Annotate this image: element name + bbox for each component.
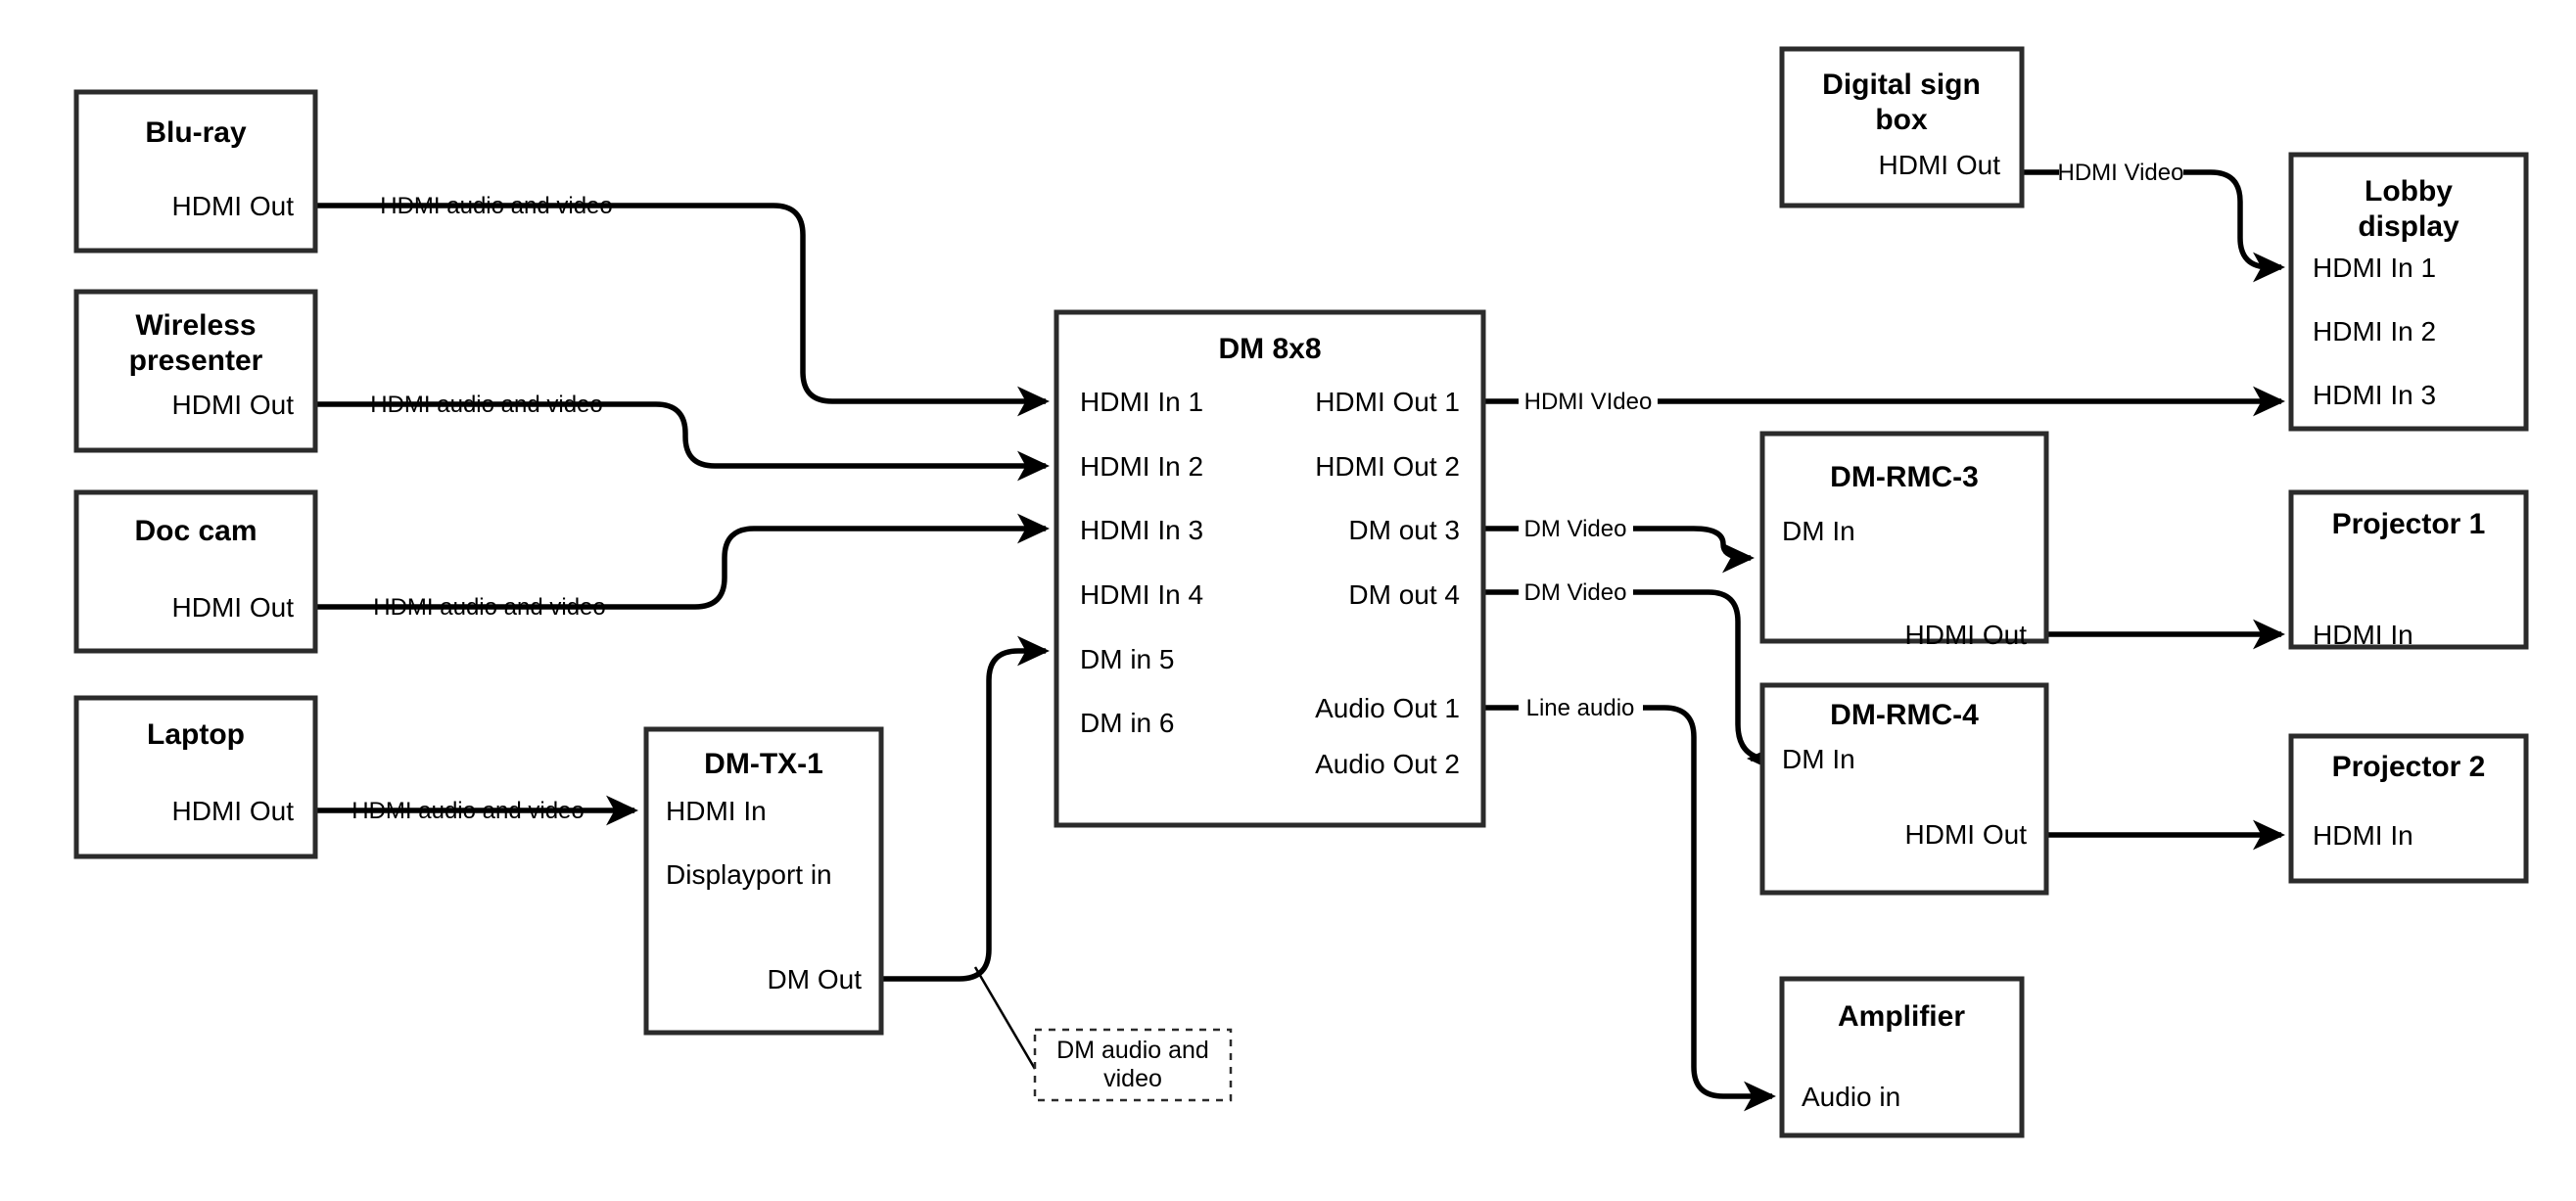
callout-line1: DM audio and [1056,1037,1209,1064]
digital-sign-title-line2: box [1875,104,1928,136]
dm-8x8-input-hdmi-in-3: HDMI In 3 [1080,515,1203,545]
laptop-port-hdmi-out: HDMI Out [172,796,295,826]
dm-8x8-output-audio-out-1: Audio Out 1 [1315,693,1460,723]
digital-sign-title-line1: Digital sign [1822,69,1981,101]
dm-8x8-input-hdmi-in-1: HDMI In 1 [1080,387,1203,417]
dm-8x8-output-dm-out-3: DM out 3 [1348,515,1460,545]
dm-8x8-output-hdmi-out-1: HDMI Out 1 [1315,387,1460,417]
node-doc-cam[interactable]: Doc cam HDMI Out [73,489,318,654]
projector-1-title: Projector 1 [2332,508,2486,540]
lobby-display-input-hdmi-in-1: HDMI In 1 [2313,253,2436,283]
wire-dm8x8-out3-to-rmc3 [1483,529,1751,558]
node-digital-sign-box[interactable]: Digital sign box HDMI Out [1779,46,2025,208]
node-amplifier[interactable]: Amplifier Audio in [1779,976,2025,1138]
lobby-display-input-hdmi-in-3: HDMI In 3 [2313,380,2436,410]
node-lobby-display[interactable]: Lobby display HDMI In 1 HDMI In 2 HDMI I… [2288,152,2529,432]
amplifier-port-audio-in: Audio in [1802,1082,1900,1112]
callout-box [1033,1028,1233,1102]
lobby-display-title-line1: Lobby [2365,175,2453,208]
node-dm-tx-1[interactable]: DM-TX-1 HDMI In Displayport in DM Out [643,726,884,1036]
dm-8x8-box[interactable] [1054,309,1486,828]
projector-2-port-hdmi-in: HDMI In [2313,820,2413,851]
node-dm-8x8[interactable]: DM 8x8 HDMI In 1 HDMI In 2 HDMI In 3 HDM… [1054,309,1486,828]
wire-bluray-to-dm8x8-in1 [315,203,1050,417]
dm-rmc-3-port-dm-in: DM In [1782,516,1855,546]
dm-rmc-3-title: DM-RMC-3 [1830,461,1979,493]
node-projector-1[interactable]: Projector 1 HDMI In [2288,489,2529,650]
wire-dmtx1-to-dm8x8-in5 [881,635,1050,982]
edge-label-bluray: HDMI audio and video [380,193,612,219]
amplifier-title: Amplifier [1838,1000,1965,1033]
doc-cam-title: Doc cam [134,515,257,547]
doc-cam-port-hdmi-out: HDMI Out [172,592,295,623]
wireless-presenter-box[interactable] [73,289,318,453]
dm-tx-1-port-dm-out: DM Out [768,964,863,994]
dm-8x8-input-dm-in-6: DM in 6 [1080,708,1174,738]
dm-tx-1-title: DM-TX-1 [704,748,823,780]
doc-cam-box[interactable] [73,489,318,654]
dm-rmc-4-title: DM-RMC-4 [1830,699,1979,731]
amplifier-box[interactable] [1779,976,2025,1138]
projector-1-box[interactable] [2288,489,2529,650]
edge-label-laptop: HDMI audio and video [351,798,584,824]
bluray-title: Blu-ray [145,116,247,149]
dm-tx-1-port-displayport-in: Displayport in [666,859,832,890]
edge-label-hdmi-video-lobby: HDMI VIdeo [1524,389,1653,415]
bluray-box[interactable] [73,89,318,254]
edge-label-sign-to-lobby: HDMI Video [2058,160,2184,186]
node-laptop[interactable]: Laptop HDMI Out [73,695,318,859]
wire-layer [315,169,2281,1096]
laptop-box[interactable] [73,695,318,859]
callout-leader-line [973,966,1037,1070]
node-dm-rmc-4[interactable]: DM-RMC-4 DM In HDMI Out [1759,682,2049,896]
wireless-presenter-title-line1: Wireless [135,309,256,342]
dm-tx-1-port-hdmi-in: HDMI In [666,796,767,826]
dm-8x8-input-hdmi-in-4: HDMI In 4 [1080,579,1203,610]
lobby-display-title-line2: display [2358,210,2459,243]
dm-rmc-4-box[interactable] [1759,682,2049,896]
dm-8x8-input-dm-in-5: DM in 5 [1080,644,1174,674]
wire-sign-to-lobby-in1 [2020,169,2281,267]
edge-label-dm-video-4: DM Video [1524,579,1627,606]
projector-1-port-hdmi-in: HDMI In [2313,620,2413,650]
edge-label-doccam: HDMI audio and video [373,594,605,621]
wire-doccam-to-dm8x8-in3 [315,513,1050,610]
dm-tx-1-box[interactable] [643,726,884,1036]
wire-dm8x8-audioout1-to-amplifier [1483,705,1772,1096]
dm-rmc-4-port-dm-in: DM In [1782,744,1855,774]
dm-8x8-output-audio-out-2: Audio Out 2 [1315,749,1460,779]
projector-2-box[interactable] [2288,733,2529,884]
node-dm-rmc-3[interactable]: DM-RMC-3 DM In HDMI Out [1759,431,2049,650]
lobby-display-input-hdmi-in-2: HDMI In 2 [2313,316,2436,346]
dm-8x8-output-dm-out-4: DM out 4 [1348,579,1460,610]
lobby-display-box[interactable] [2288,152,2529,432]
dm-8x8-input-hdmi-in-2: HDMI In 2 [1080,451,1203,482]
laptop-title: Laptop [147,718,245,751]
digital-sign-port-hdmi-out: HDMI Out [1879,150,2001,180]
projector-2-title: Projector 2 [2332,751,2486,783]
dm-8x8-title: DM 8x8 [1218,333,1321,365]
callout-line2: video [1103,1065,1162,1092]
edge-label-dm-video-3: DM Video [1524,516,1627,542]
edge-label-line-audio: Line audio [1526,695,1635,721]
dm-rmc-3-port-hdmi-out: HDMI Out [1905,620,2028,650]
node-wireless-presenter[interactable]: Wireless presenter HDMI Out [73,289,318,453]
edge-label-layer: HDMI audio and video HDMI audio and vide… [351,160,2183,824]
wireless-presenter-title-line2: presenter [129,345,263,377]
wire-wireless-to-dm8x8-in2 [315,401,1050,482]
dm-rmc-4-port-hdmi-out: HDMI Out [1905,819,2028,850]
wireless-presenter-port-hdmi-out: HDMI Out [172,390,295,420]
bluray-port-hdmi-out: HDMI Out [172,191,295,221]
edge-label-wireless: HDMI audio and video [370,392,602,418]
wire-dm8x8-out4-to-rmc4 [1483,589,1762,759]
callout-dm-audio-and-video: DM audio and video [1033,1028,1233,1102]
node-projector-2[interactable]: Projector 2 HDMI In [2288,733,2529,884]
digital-sign-box[interactable] [1779,46,2025,208]
node-bluray[interactable]: Blu-ray HDMI Out [73,89,318,254]
dm-8x8-output-hdmi-out-2: HDMI Out 2 [1315,451,1460,482]
dm-rmc-3-box[interactable] [1759,431,2049,644]
